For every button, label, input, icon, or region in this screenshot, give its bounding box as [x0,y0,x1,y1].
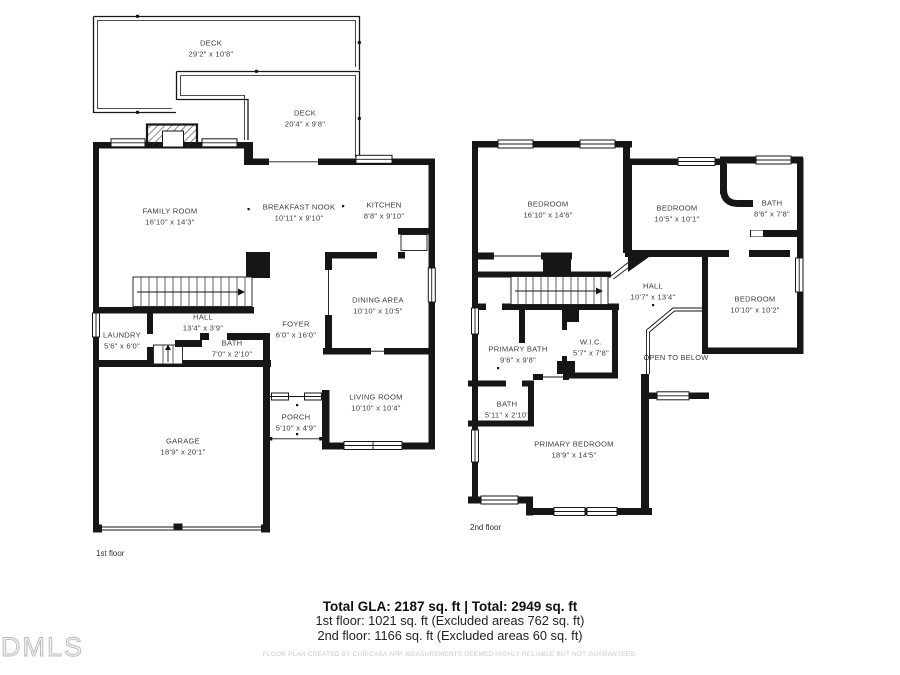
floor2-stairs-icon [510,257,638,305]
floor2-walls [468,141,804,516]
floor1-pantry [400,234,428,251]
floor1-reference-dots [247,205,345,436]
floor1-tag: 1st floor [96,549,125,558]
room-label-porch: PORCH 5'10" x 4'9" [275,412,317,433]
fireplace-icon [145,123,199,149]
total-gla-line: Total GLA: 2187 sq. ft | Total: 2949 sq.… [322,599,578,614]
open-to-below-railing [646,307,702,374]
room-label-hall-2f: HALL 10'7" x 13'4" [630,281,676,302]
floor1-door-openings [147,161,398,441]
room-label-primary-bath: PRIMARY BATH 9'6" x 9'8" [488,344,548,365]
room-label-bedroom-mid: BEDROOM 10'5" x 10'1" [654,203,700,224]
room-label-breakfast-nook: BREAKFAST NOOK 10'11" x 9'10" [262,202,336,223]
floor2-windows [471,139,804,516]
floor2-tag: 2nd floor [470,523,502,532]
room-label-bath-2f-small: BATH 5'11" x 2'10" [484,399,530,420]
room-label-bath-1f: BATH 7'0" x 2'10" [211,338,253,359]
room-label-wic: W.I.C. 5'7" x 7'8" [573,337,609,358]
disclaimer-line: FLOOR PLAN CREATED BY CUBICASA APP. MEAS… [262,651,638,658]
room-label-deck-upper: DECK 29'2" x 10'8" [188,38,234,59]
garage-steps-icon [153,340,202,365]
floor1-area-line: 1st floor: 1021 sq. ft (Excluded areas 7… [315,613,585,628]
room-label-hall-1f: HALL 13'4" x 3'9" [182,312,224,333]
floor1-windows [92,138,436,450]
garage-door [102,526,261,531]
room-label-deck-lower: DECK 20'4" x 9'8" [284,108,326,129]
room-label-bedroom-left: BEDROOM 16'10" x 14'6" [523,199,573,220]
watermark-text: DMLS [1,632,84,662]
room-label-laundry: LAUNDRY 5'6" x 6'0" [103,330,141,351]
room-label-dining-area: DINING AREA 10'10" x 10'5" [352,295,404,316]
summary-footer: Total GLA: 2187 sq. ft | Total: 2949 sq.… [0,599,900,658]
deck-upper-outline [92,14,361,114]
room-label-open-to-below: OPEN TO BELOW [643,352,709,362]
room-label-bath-2f-top: BATH 8'6" x 7'8" [754,198,790,219]
room-label-foyer: FOYER 6'0" x 16'0" [275,319,317,340]
room-label-garage: GARAGE 18'9" x 20'1" [160,436,206,457]
room-label-kitchen: KITCHEN 8'8" x 9'10" [363,200,405,221]
room-label-living-room: LIVING ROOM 10'10" x 10'4" [349,392,403,413]
floor2-area-line: 2nd floor: 1166 sq. ft (Excluded areas 6… [317,627,583,643]
room-label-family-room: FAMILY ROOM 16'10" x 14'3" [142,206,198,227]
floor1-stairs-icon [132,276,253,307]
floor2-door-openings [486,230,763,387]
floor2-reference-dots [497,207,788,370]
room-label-primary-bedroom: PRIMARY BEDROOM 18'9" x 14'5" [534,439,614,460]
room-label-bedroom-right: BEDROOM 10'10" x 10'2" [730,294,780,315]
